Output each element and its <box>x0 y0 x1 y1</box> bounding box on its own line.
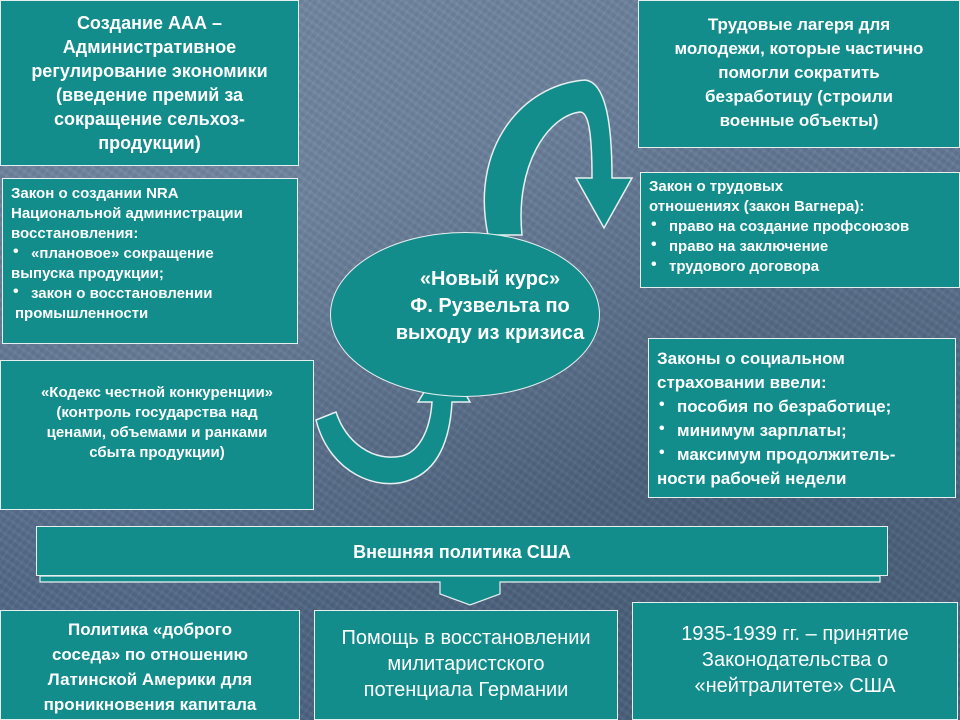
germany-line: Помощь в восстановлении <box>341 627 591 649</box>
box-fair-competition: «Кодекс честной конкуренции» (контроль г… <box>0 360 314 510</box>
box-aaa: Создание ААА – Административное регулиро… <box>0 0 299 166</box>
box-labour-camps: Трудовые лагеря для молодежи, которые ча… <box>638 0 960 148</box>
social-heading: страховании ввели: <box>657 373 827 392</box>
wagner-heading: Закон о трудовых <box>649 178 784 195</box>
aaa-line: Административное <box>62 37 237 57</box>
camps-line: молодежи, которые частично <box>674 39 924 58</box>
aaa-line: сокращение сельхоз- <box>54 109 245 129</box>
neighbor-line: соседа» по отношению <box>51 645 249 664</box>
camps-line: безработицу (строили <box>704 87 894 106</box>
nra-continuation: промышленности <box>15 305 149 322</box>
neutrality-line: 1935-1939 гг. – принятие <box>681 623 909 645</box>
social-heading: Законы о социальном <box>657 349 845 368</box>
wagner-heading: отношениях (закон Вагнера): <box>649 198 865 215</box>
nra-bullet: закон о восстановлении <box>11 282 297 304</box>
nra-continuation: выпуска продукции; <box>11 265 164 282</box>
code-line: (контроль государства над <box>56 404 258 421</box>
germany-line: милитаристского <box>387 653 545 675</box>
box-good-neighbor: Политика «доброго соседа» по отношению Л… <box>0 610 300 720</box>
box-neutrality: 1935-1939 гг. – принятие Законодательств… <box>632 602 958 720</box>
code-line: «Кодекс честной конкуренции» <box>40 384 274 401</box>
neighbor-line: Политика «доброго <box>67 620 233 639</box>
aaa-line: продукции) <box>98 133 201 153</box>
code-line: ценами, объемами и ранками <box>46 424 268 441</box>
box-nra: Закон о создании NRA Национальной админи… <box>2 178 298 344</box>
nra-heading: восстановления: <box>11 225 139 242</box>
aaa-line: Создание ААА – <box>76 13 223 33</box>
center-ellipse <box>330 232 600 397</box>
neighbor-line: проникновения капитала <box>43 695 257 714</box>
nra-heading: Национальной администрации <box>11 205 243 222</box>
social-bullet: минимум зарплаты; <box>657 417 955 443</box>
wagner-bullet: право на заключение <box>649 235 959 257</box>
down-arrow-foreign <box>39 575 881 606</box>
social-continuation: ности рабочей недели <box>657 469 847 488</box>
foreign-policy-title: Внешняя политика США <box>353 542 571 562</box>
code-line: сбыта продукции) <box>89 444 225 461</box>
neutrality-line: «нейтралитете» США <box>694 675 896 697</box>
neutrality-line: Законодательства о <box>701 649 889 671</box>
germany-line: потенциала Германии <box>363 679 569 701</box>
center-line: «Новый курс» <box>419 268 561 290</box>
nra-heading: Закон о создании NRA <box>11 185 179 202</box>
camps-line: помогли сократить <box>718 63 880 82</box>
box-foreign-policy: Внешняя политика США <box>36 526 888 576</box>
camps-line: Трудовые лагеря для <box>707 15 891 34</box>
social-bullet: максимум продолжитель- <box>657 441 955 467</box>
camps-line: военные объекты) <box>719 111 879 130</box>
nra-bullet: «плановое» сокращение <box>11 242 297 264</box>
box-social-insurance: Законы о социальном страховании ввели: п… <box>648 338 956 498</box>
neighbor-line: Латинской Америки для <box>47 670 253 689</box>
curved-arrow-top <box>483 79 634 236</box>
wagner-bullet: право на создание профсоюзов <box>649 215 959 237</box>
social-bullet: пособия по безработице; <box>657 393 955 419</box>
box-germany-aid: Помощь в восстановлении милитаристского … <box>314 610 618 720</box>
center-line: выходу из кризиса <box>395 322 585 344</box>
wagner-bullet: трудового договора <box>649 255 959 277</box>
center-title: «Новый курс» Ф. Рузвельта по выходу из к… <box>370 266 610 347</box>
aaa-line: регулирование экономики <box>31 61 268 81</box>
center-line: Ф. Рузвельта по <box>410 295 570 317</box>
box-wagner-act: Закон о трудовых отношениях (закон Вагне… <box>640 172 960 288</box>
aaa-line: (введение премий за <box>55 85 244 105</box>
